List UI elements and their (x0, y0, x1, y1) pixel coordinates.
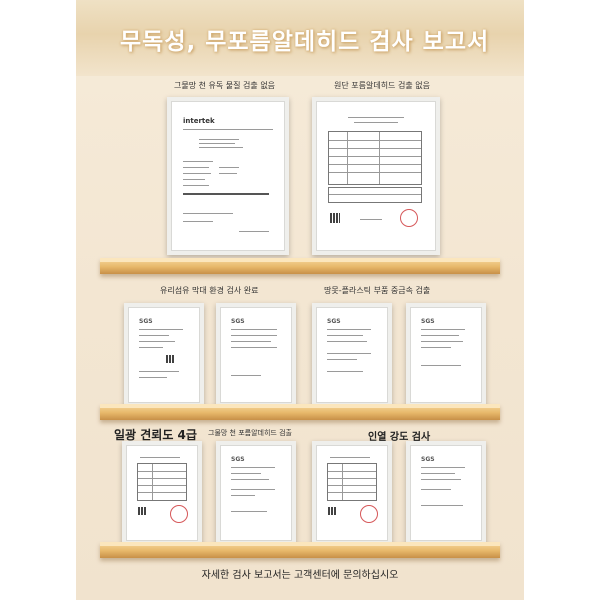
report-document: SGS (324, 315, 380, 395)
report-document: SGS (228, 315, 284, 395)
shelf (100, 542, 500, 558)
report-document: SGS (418, 453, 474, 533)
report-document: SGS (136, 315, 192, 395)
footer-notice: 자세한 검사 보고서는 고객센터에 문의하십시오 (201, 570, 399, 581)
sgs-logo: SGS (139, 318, 153, 325)
report-frame-sgs: SGS (124, 303, 204, 407)
report-frame (312, 441, 392, 545)
red-stamp (360, 505, 378, 523)
report-document: intertek (179, 109, 277, 243)
sgs-logo: SGS (421, 318, 435, 325)
report-panel: 무독성, 무포름알데히드 검사 보고서 그물망 천 유독 물질 검출 없음 원단… (76, 0, 524, 600)
label-heavy-metal: 땅못-플라스틱 부품 중금속 검출 (324, 286, 431, 295)
intertek-logo: intertek (183, 117, 215, 125)
report-frame-sgs: SGS (216, 303, 296, 407)
report-document: SGS (228, 453, 284, 533)
label-light-fastness: 일광 견뢰도 4급 (114, 428, 197, 442)
label-tear-strength: 인열 강도 검사 (368, 432, 431, 443)
report-frame-intertek: intertek (167, 97, 289, 255)
label-fabric-formaldehyde: 원단 포름알데히드 검출 없음 (334, 81, 430, 90)
sgs-logo: SGS (327, 318, 341, 325)
sgs-logo: SGS (421, 456, 435, 463)
report-frame (122, 441, 202, 545)
banner: 무독성, 무포름알데히드 검사 보고서 (76, 0, 524, 76)
red-stamp (170, 505, 188, 523)
report-document (134, 453, 190, 533)
label-mesh-formaldehyde: 그물망 천 포름알데히드 검출 (208, 429, 292, 437)
banner-title: 무독성, 무포름알데히드 검사 보고서 (120, 29, 490, 55)
sgs-logo: SGS (231, 318, 245, 325)
report-frame-sgs: SGS (406, 303, 486, 407)
report-document (324, 109, 428, 243)
report-frame-sgs: SGS (312, 303, 392, 407)
report-frame-sgs: SGS (216, 441, 296, 545)
report-document (324, 453, 380, 533)
red-stamp (400, 209, 418, 227)
label-mesh-toxic: 그물망 천 유독 물질 검출 없음 (174, 81, 276, 90)
sgs-logo: SGS (231, 456, 245, 463)
report-document: SGS (418, 315, 474, 395)
label-fiberglass-env: 유리섬유 막대 환경 검사 완료 (160, 286, 259, 295)
shelf (100, 258, 500, 274)
report-frame-sgs: SGS (406, 441, 486, 545)
shelf (100, 404, 500, 420)
report-frame-fabric (312, 97, 440, 255)
